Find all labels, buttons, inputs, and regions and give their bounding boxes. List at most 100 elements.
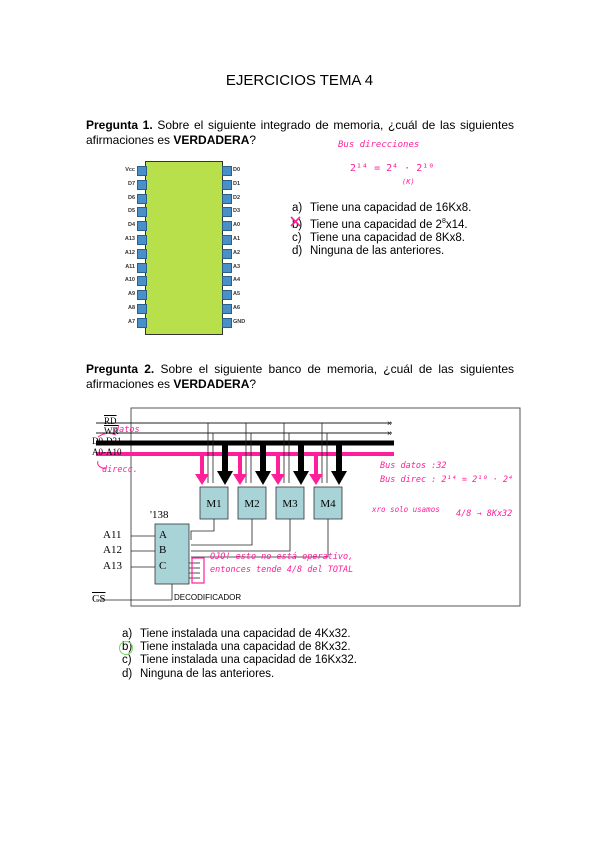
chip-pin-right-label: A0 [233,222,241,229]
chip-pin-right [222,193,232,204]
q2-option-c[interactable]: c)Tiene instalada una capacidad de 16Kx3… [122,654,357,667]
address-bus-label: A0-A10 [92,447,122,457]
option-letter: d) [292,245,303,258]
q1-option-c[interactable]: c) Tiene una capacidad de 8Kx8. [292,232,471,245]
q1-option-d[interactable]: d) Ninguna de las anteriores. [292,245,471,258]
question-1-options: a)Tiene una capacidad de 16Kx8. b) Tiene … [290,202,471,259]
unused-outputs-highlight [191,557,205,584]
chip-pin-left-label: A10 [124,277,135,284]
note-datos: datos [114,425,140,435]
control-lines [207,423,328,483]
note-bus-direc: Bus direc : 2¹⁴ = 2¹⁰ · 2⁴ [380,475,514,485]
chip-pin-left-label: D4 [127,222,135,229]
question-2-bold: VERDADERA [173,377,250,391]
option-text: Tiene una capacidad de 8Kx8. [310,232,465,245]
note-k: (K) [402,178,415,186]
question-1-bold: VERDADERA [173,133,250,147]
option-letter: d) [122,667,133,680]
option-text: Tiene instalada una capacidad de 4Kx32. [140,628,351,640]
bank-outline [130,407,521,607]
chip-pin-right [222,290,232,301]
note-formula: 2¹⁴ = 2⁴ · 2¹⁰ [350,163,435,174]
chip-pin-right-label: A3 [233,263,241,270]
chip-pin-left-label: D6 [127,194,135,201]
address-input-a12: A12 [103,544,122,556]
note-bus-direcciones: Bus direcciones [338,140,420,150]
decoder-name: DECODIFICADOR [174,593,242,602]
option-letter: b) [292,219,303,232]
option-text: Ninguna de las anteriores. [310,245,445,258]
option-text-after: x14. [445,219,468,232]
decoder-chip-label: '138 [150,509,169,521]
q1-option-a[interactable]: a)Tiene una capacidad de 16Kx8. [292,202,471,215]
question-2-label: Pregunta 2. [86,362,155,376]
chip-pin-left-label: A11 [125,263,135,270]
page-title: EJERCICIOS TEMA 4 [225,72,374,89]
q1-option-b[interactable]: b) Tiene una capacidad de 28x14. [290,215,471,232]
data-bus-label: D0-D31 [92,436,122,446]
chip-pin-left [137,304,147,314]
q2-option-d[interactable]: d)Ninguna de las anteriores. [122,668,357,681]
chip-pin-right [222,179,232,190]
memory-bank-schematic: × × [96,407,521,607]
cross-mark-icon [290,216,301,227]
chip-pin-left-label: A13 [124,236,135,242]
module-m1: M1 [206,498,222,510]
direcc-pointer [97,460,107,470]
chip-pin-right-label: A5 [233,291,241,298]
memory-chip-body [145,161,223,335]
chip-pin-left [137,276,147,287]
chip-pin-right-label: D3 [233,208,241,215]
note-ojo-2: entonces tende 4/8 del TOTAL [210,565,354,575]
note-solo: xro solo usamos [372,505,440,514]
question-2-end: ? [249,377,257,391]
datos-pointer [97,432,117,438]
note-ojo-1: OJO! esto no está operativo, [210,552,354,562]
q2-option-a[interactable]: a)Tiene instalada una capacidad de 4Kx32… [122,628,357,641]
chip-pin-left-label: A7 [127,318,135,325]
chip-pin-left [137,221,147,232]
decoder-input-lines [131,535,155,568]
chip-pin-left [137,248,147,259]
q2-option-b[interactable]: b)Tiene instalada una capacidad de 8Kx32… [119,641,357,656]
chip-pin-right [222,304,232,314]
chip-pin-left [137,193,147,204]
memory-modules [199,486,343,520]
chip-pin-left [137,262,147,273]
note-bus-datos: Bus datos :32 [380,461,447,471]
module-m2: M2 [244,498,260,510]
chip-pin-left-label: A12 [124,249,135,256]
chip-pin-right [222,276,232,287]
chip-pin-right [222,235,232,245]
chip-pin-right [222,262,232,273]
chip-pin-right-label: A2 [233,249,241,256]
option-letter: a) [292,202,303,214]
chip-pin-left [137,317,147,328]
wr-label: WR [104,426,119,436]
option-text: Tiene una capacidad de 2 [310,219,442,232]
option-text: Tiene instalada una capacidad de 16Kx32. [140,654,357,667]
chip-pin-right-label: A4 [233,277,241,284]
chip-pin-left [137,290,147,301]
question-2: Pregunta 2. Sobre el siguiente banco de … [86,362,514,392]
correct-answer-circle [119,641,133,656]
chip-pin-left-label: Vcc [125,167,135,173]
option-superscript: 8 [441,218,446,226]
chip-pin-right [222,166,232,176]
address-input-a11: A11 [103,529,122,541]
rd-label: RD [104,416,117,426]
address-arrows [195,454,323,485]
option-text: Tiene instalada una capacidad de 8Kx32. [140,641,351,654]
decoder-input-b: B [159,544,167,556]
chip-pin-right [222,221,232,232]
question-1-text: Sobre el siguiente integrado de memoria,… [86,118,514,147]
question-1-label: Pregunta 1. [86,118,153,132]
option-letter: c) [292,232,302,245]
rd-end-x: × [387,419,392,428]
decoder-unused-outputs [189,562,200,579]
chip-pin-right-label: D0 [233,167,241,173]
chip-pin-left-label: A9 [127,291,135,298]
chip-pin-left [137,179,147,190]
decoder-input-a: A [159,529,167,541]
chip-select-lines [190,519,329,558]
